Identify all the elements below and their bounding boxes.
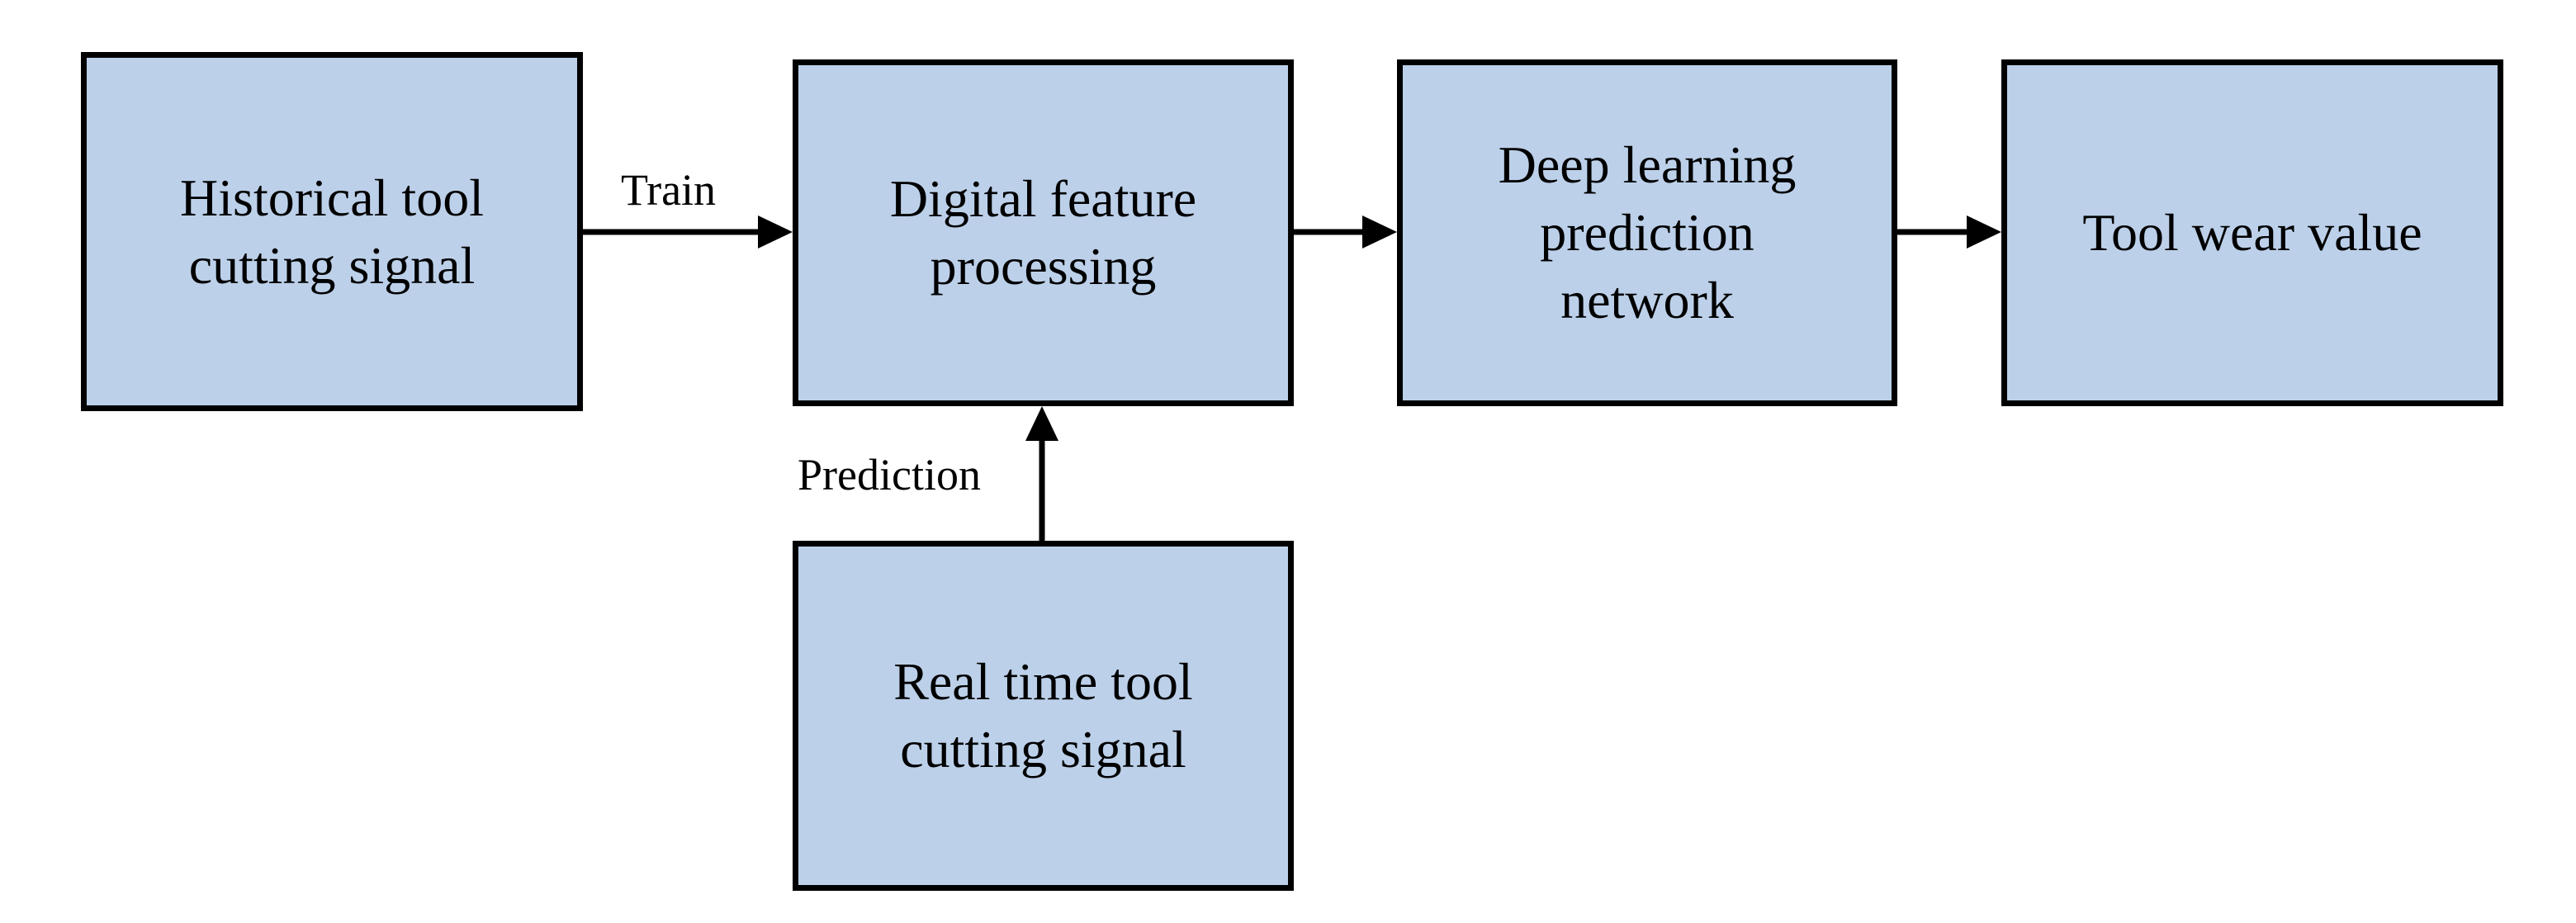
digital-feature-label: Digital feature processing [889,169,1197,296]
historical-signal-label: Historical tool cutting signal [180,168,484,295]
arrow-deep-to-toolwear [1897,215,2001,248]
prediction-edge-label: Prediction [798,450,981,499]
historical-signal-node: Historical tool cutting signal [81,52,583,411]
deep-learning-node: Deep learning prediction network [1397,59,1897,406]
arrow-realtime-to-digital [1025,406,1058,541]
train-edge-label: Train [621,165,717,215]
realtime-signal-label: Real time tool cutting signal [893,652,1193,779]
tool-wear-label: Tool wear value [2082,203,2422,262]
deep-learning-label: Deep learning prediction network [1498,135,1797,329]
realtime-signal-node: Real time tool cutting signal [793,541,1294,891]
arrow-historical-to-digital [583,215,793,248]
digital-feature-node: Digital feature processing [793,59,1294,406]
arrow-digital-to-deep [1294,215,1397,248]
tool-wear-node: Tool wear value [2001,59,2503,406]
